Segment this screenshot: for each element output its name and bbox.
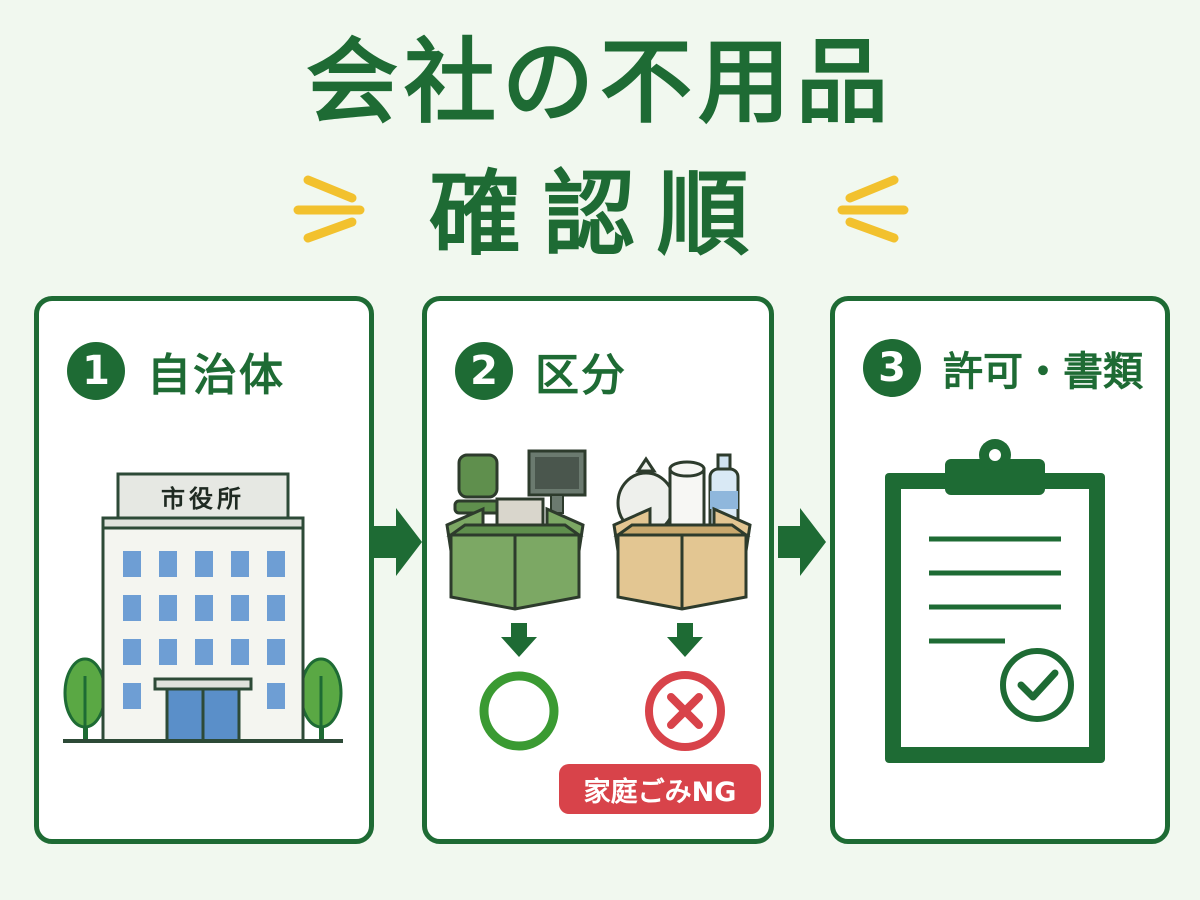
left-spark-icon [293,175,365,243]
page-subtitle: 確認順 [428,161,771,268]
step-card-2: 2 区分 [422,296,774,844]
office-items-box-icon [445,449,587,611]
ng-badge: 家庭ごみNG [559,764,761,814]
down-arrow-left-icon [501,623,537,657]
down-arrow-right-icon [667,623,703,657]
right-spark-icon [837,175,909,243]
step-label-3: 許可・書類 [943,349,1143,395]
step-card-3: 3 許可・書類 [830,296,1170,844]
tree-left-icon [63,657,107,741]
step-number-1: 1 [67,342,125,400]
ok-circle-icon [479,671,559,751]
household-waste-box-icon [612,453,752,611]
step-number-3: 3 [863,339,921,397]
ng-cross-icon [645,671,725,751]
flow-arrow-2-icon [778,508,826,576]
step-label-2: 区分 [535,350,627,401]
city-hall-building-icon [63,472,343,743]
clipboard-checklist-icon [885,439,1105,763]
step-label-1: 自治体 [147,350,285,401]
step-header-2: 2 区分 [455,339,627,403]
step-number-2: 2 [455,342,513,400]
step-card-1: 1 自治体 市役所 [34,296,374,844]
step-header-3: 3 許可・書類 [863,339,1143,397]
step-header-1: 1 自治体 [67,339,285,403]
flow-arrow-1-icon [374,508,422,576]
building-sign-text: 市役所 [161,485,245,513]
page-title: 会社の不用品 [305,29,894,136]
tree-right-icon [299,657,343,741]
